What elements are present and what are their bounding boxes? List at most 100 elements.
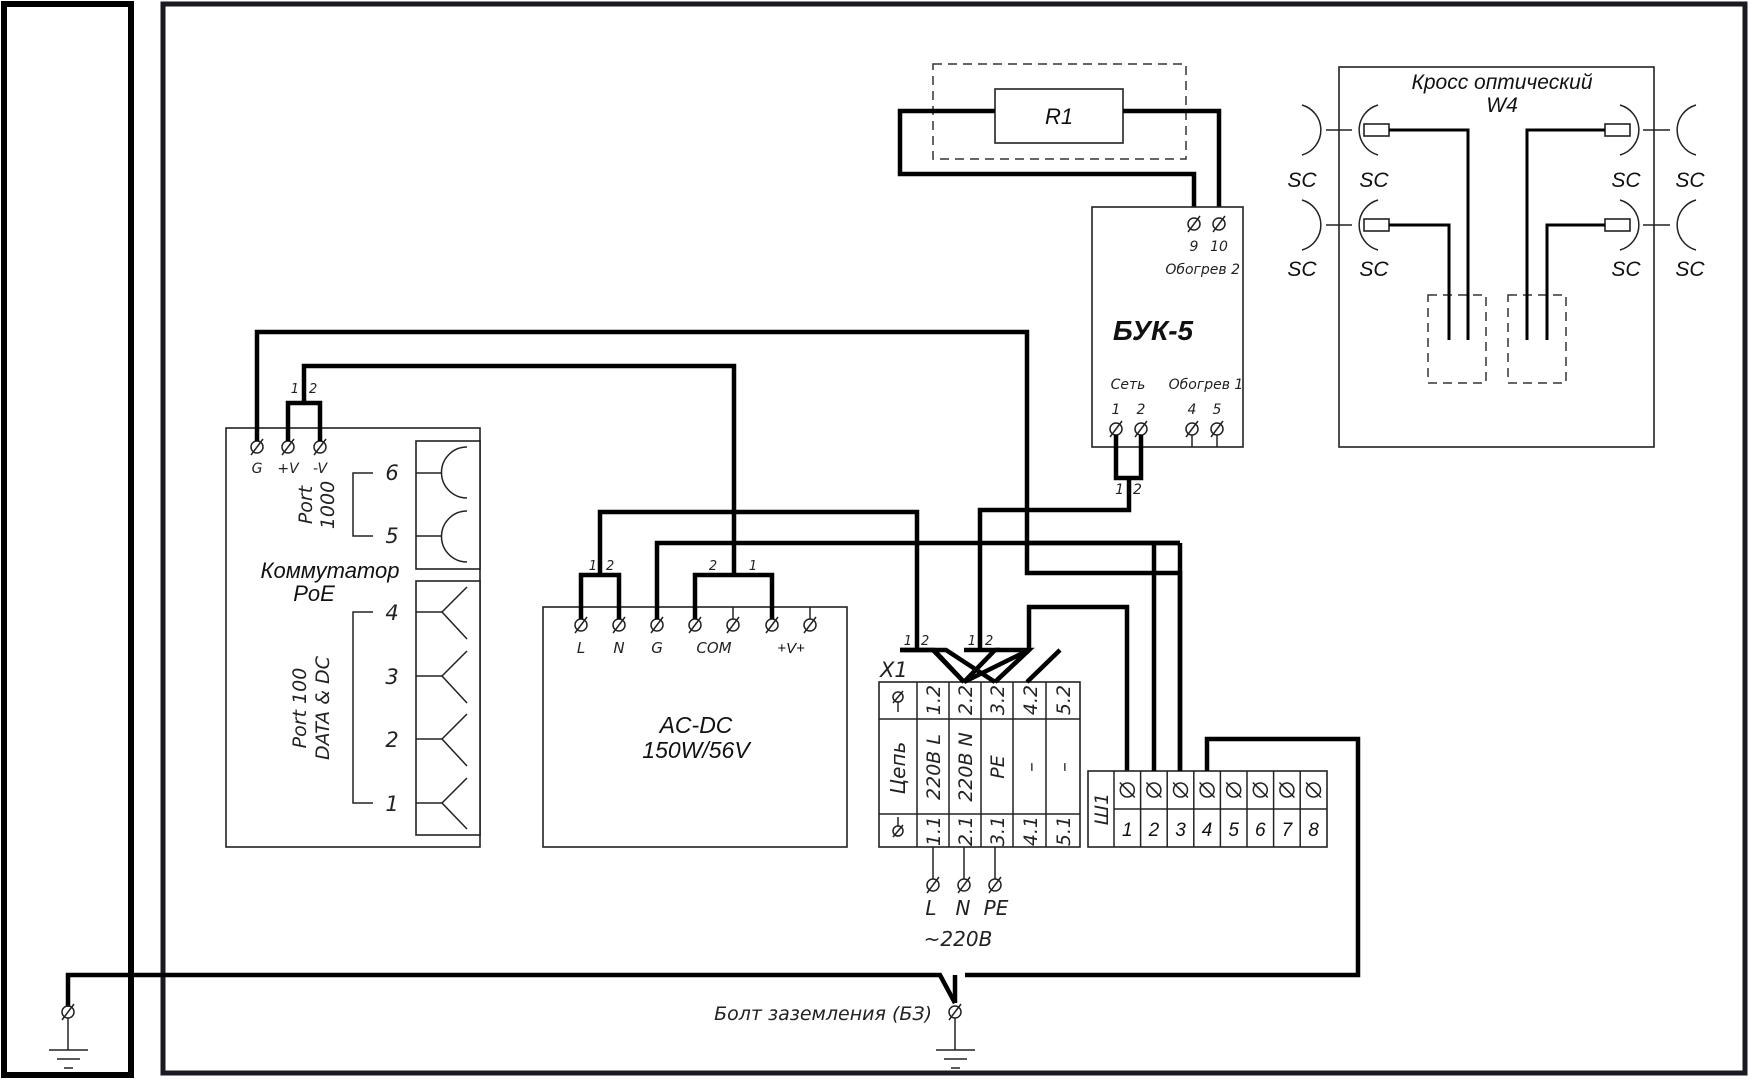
left-panel-frame bbox=[1, 1, 134, 1078]
ground-bolt: Болт заземления (БЗ) bbox=[65, 972, 975, 1069]
terminal-icon bbox=[892, 690, 904, 838]
terminal-number: 3.2 bbox=[987, 685, 1009, 715]
ground-bolt-label: Болт заземления (БЗ) bbox=[714, 1003, 932, 1025]
terminal-number: 4.1 bbox=[1020, 816, 1042, 846]
screw-terminal-icon bbox=[1278, 781, 1295, 799]
pin-label: 9 bbox=[1190, 239, 1199, 255]
circuit-name: 220В N bbox=[955, 732, 977, 802]
pin-number: 6 bbox=[1255, 820, 1266, 841]
terminal-number: 2.2 bbox=[955, 685, 977, 715]
sc-label: SC bbox=[1287, 258, 1317, 281]
wire-number: 1 bbox=[589, 559, 597, 574]
sc-label: SC bbox=[1675, 258, 1705, 281]
terminal-number: 5.2 bbox=[1053, 685, 1075, 715]
port-number: 2 bbox=[385, 728, 398, 752]
terminal-label: -V bbox=[313, 461, 328, 477]
port-number: 6 bbox=[385, 461, 398, 485]
circuit-name: – bbox=[1020, 762, 1042, 772]
wire-number: 1 bbox=[1115, 482, 1124, 498]
optical-cross-title: Кросс оптический bbox=[1411, 71, 1592, 94]
pin-number: 4 bbox=[1202, 820, 1213, 841]
sc-connector-icon bbox=[1301, 104, 1390, 251]
wire-number: 2 bbox=[709, 559, 717, 574]
wire-number: 2 bbox=[1133, 482, 1142, 498]
screw-terminal-icon bbox=[1199, 781, 1216, 799]
sc-label: SC bbox=[1359, 169, 1389, 192]
terminal-icon bbox=[1187, 215, 1226, 233]
switch-title: Коммутатор bbox=[261, 558, 400, 583]
poe-switch: G +V -V 6 5 Port 1000 Коммутатор PoE 4 3… bbox=[225, 427, 481, 848]
heater2-label: Обогрев 2 bbox=[1165, 262, 1240, 278]
port-group-label: DATA & DC bbox=[312, 655, 334, 760]
screw-terminal-icon bbox=[1145, 781, 1162, 799]
terminal-number: 2.1 bbox=[955, 816, 977, 846]
sc-connector-icon bbox=[1604, 104, 1697, 251]
terminal-label: N bbox=[613, 639, 624, 657]
terminal-number: 5.1 bbox=[1053, 816, 1075, 846]
x1-label: X1 bbox=[879, 658, 908, 682]
screw-terminal-icon bbox=[1172, 781, 1189, 799]
heater1-label: Обогрев 1 bbox=[1169, 377, 1244, 393]
screw-terminal-icon bbox=[1305, 781, 1322, 799]
ground-terminal-icon bbox=[936, 1003, 975, 1069]
port-socket-icon bbox=[440, 446, 468, 499]
terminal-label: COM bbox=[696, 639, 731, 657]
pin-number: 5 bbox=[1228, 820, 1239, 841]
pin-label: 2 bbox=[1137, 402, 1146, 418]
pin-label: 5 bbox=[1213, 402, 1222, 418]
switch-subtitle: PoE bbox=[293, 581, 335, 606]
resistor-label: R1 bbox=[1045, 104, 1073, 129]
port-number: 5 bbox=[385, 524, 398, 548]
wire-number: 1 bbox=[291, 382, 299, 397]
wire-number: 1 bbox=[968, 634, 976, 649]
acdc-power-supply: L N G COM +V+ AC-DC 150W/56V bbox=[542, 606, 848, 848]
circuit-name: 220В L bbox=[923, 734, 945, 800]
terminal-label: G bbox=[252, 461, 263, 477]
wire-number: 2 bbox=[921, 634, 929, 649]
port-group-label: Port bbox=[295, 484, 317, 524]
screw-terminal-icon bbox=[1252, 781, 1269, 799]
splice-cassette bbox=[1507, 294, 1567, 384]
terminal-number: 3.1 bbox=[987, 816, 1009, 846]
wire-number: 2 bbox=[985, 634, 993, 649]
port-number: 4 bbox=[385, 601, 398, 625]
wire-number: 1 bbox=[904, 634, 912, 649]
wire-number: 2 bbox=[606, 559, 614, 574]
optical-cross-id: W4 bbox=[1486, 94, 1518, 117]
buk5-unit: 9 10 Обогрев 2 БУК-5 Сеть Обогрев 1 1 2 … bbox=[1091, 206, 1244, 448]
splice-cassette bbox=[1427, 294, 1487, 384]
pin-label: 10 bbox=[1210, 239, 1228, 255]
port-number: 1 bbox=[385, 792, 398, 816]
terminal-label: L bbox=[577, 639, 585, 657]
port-plug-icon bbox=[416, 586, 468, 830]
sc-label: SC bbox=[1287, 169, 1317, 192]
mains-label: Сеть bbox=[1111, 377, 1146, 393]
screw-terminal-icon bbox=[1119, 781, 1136, 799]
terminal-label: N bbox=[956, 896, 971, 920]
pin-number: 2 bbox=[1148, 820, 1160, 841]
terminal-label: +V+ bbox=[777, 640, 805, 657]
buk5-title: БУК-5 bbox=[1113, 315, 1194, 346]
terminal-number: 1.1 bbox=[923, 816, 945, 846]
pin-number: 1 bbox=[1122, 820, 1133, 841]
circuit-name: PE bbox=[987, 755, 1009, 778]
acdc-title: AC-DC bbox=[658, 712, 733, 738]
ground-terminal-icon bbox=[49, 1003, 88, 1069]
terminal-label: L bbox=[925, 896, 936, 920]
terminal-label: G bbox=[651, 639, 663, 657]
pin-label: 4 bbox=[1188, 402, 1197, 418]
sc-label: SC bbox=[1611, 258, 1641, 281]
sc-label: SC bbox=[1359, 258, 1389, 281]
pin-number: 3 bbox=[1175, 820, 1186, 841]
port-number: 3 bbox=[385, 665, 398, 689]
terminal-block-x1: X1 Цепь 1.2 2.2 3.2 4.2 5.2 220В L 220В … bbox=[878, 658, 1081, 848]
port-group-label: Port 100 bbox=[289, 668, 311, 749]
mains-input: L N PE ~220В bbox=[924, 847, 1009, 951]
sc-label: SC bbox=[1611, 169, 1641, 192]
terminal-icon bbox=[926, 876, 1002, 894]
acdc-rating: 150W/56V bbox=[642, 737, 752, 763]
terminal-label: PE bbox=[984, 896, 1009, 920]
pin-number: 7 bbox=[1282, 820, 1294, 841]
port-group-label: 1000 bbox=[317, 481, 339, 529]
